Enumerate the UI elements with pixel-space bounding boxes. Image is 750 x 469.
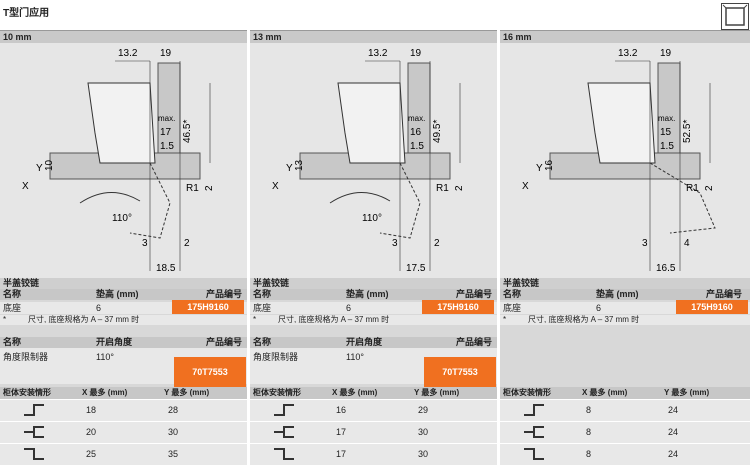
hinge-note: * 尺寸, 底座规格为 A – 37 mm 时	[500, 315, 750, 325]
section-header: 半盖铰链	[0, 278, 247, 289]
mount-row: 8 24	[500, 399, 750, 421]
dim-top-right: 19	[160, 48, 172, 59]
column-16mm: 16 mm 13.2 19 max. 15 1.5 52.5* Y X 16 R…	[500, 30, 750, 465]
hinge-code-badge[interactable]: 175H9160	[422, 300, 494, 314]
dim-two: 2	[454, 185, 465, 191]
hinge-header-row: 名称 垫高 (mm) 产品编号	[250, 289, 497, 300]
mount-row: 8 24	[500, 421, 750, 443]
dim-max: max.	[408, 114, 425, 123]
dim-r: R1	[686, 183, 699, 194]
mount-shape-icon	[522, 403, 546, 417]
limiter-header-row: 名称 开启角度 产品编号	[0, 337, 247, 348]
mount-row: 17 30	[250, 421, 497, 443]
dim-b-right: 2	[434, 238, 440, 249]
mount-shape-icon	[522, 425, 546, 439]
mount-header-row: 柜体安装情形 X 最多 (mm) Y 最多 (mm)	[250, 387, 497, 399]
dim-m1: 17	[160, 127, 172, 138]
dim-top-left: 13.2	[118, 48, 138, 59]
hinge-note: * 尺寸, 底座规格为 A – 37 mm 时	[0, 315, 247, 325]
top-bar: T型门应用	[0, 0, 750, 30]
dim-yv: 10	[44, 159, 55, 171]
dim-max: max.	[158, 114, 175, 123]
mount-row: 20 30	[0, 421, 247, 443]
mount-shape-icon	[272, 447, 296, 461]
mount-row: 8 24	[500, 443, 750, 465]
dim-star: 46.5*	[182, 120, 193, 143]
dim-m2: 1.5	[660, 141, 674, 152]
dim-m1: 15	[660, 127, 672, 138]
dim-bottom: 17.5	[406, 263, 426, 274]
hinge-header-row: 名称 垫高 (mm) 产品编号	[500, 289, 750, 300]
hinge-code-badge[interactable]: 175H9160	[172, 300, 244, 314]
dim-m2: 1.5	[410, 141, 424, 152]
mount-header-row: 柜体安装情形 X 最多 (mm) Y 最多 (mm)	[500, 387, 750, 399]
mount-shape-icon	[22, 403, 46, 417]
dim-max: max.	[658, 114, 675, 123]
section-header: 半盖铰链	[250, 278, 497, 289]
limiter-code-badge[interactable]: 70T7553	[424, 357, 496, 387]
dim-top-left: 13.2	[618, 48, 638, 59]
column-divider	[497, 30, 500, 462]
dim-b-left: 3	[142, 238, 148, 249]
dim-star: 49.5*	[432, 120, 443, 143]
mount-row: 25 35	[0, 443, 247, 465]
hinge-note: * 尺寸, 底座规格为 A – 37 mm 时	[250, 315, 497, 325]
mount-shape-icon	[522, 447, 546, 461]
dim-r: R1	[436, 183, 449, 194]
dim-star: 52.5*	[682, 120, 693, 143]
column-heading: 13 mm	[250, 30, 497, 44]
dim-x: X	[272, 181, 279, 192]
dim-y: Y	[286, 163, 293, 174]
dim-top-left: 13.2	[368, 48, 388, 59]
cabinet-icon[interactable]	[721, 3, 749, 30]
dim-top-right: 19	[410, 48, 422, 59]
dim-bottom: 16.5	[656, 263, 676, 274]
column-heading: 16 mm	[500, 30, 750, 44]
hinge-drawing: 13.2 19 max. 17 1.5 46.5* Y X 10 R1 2 11…	[0, 43, 247, 278]
hinge-code-badge[interactable]: 175H9160	[676, 300, 748, 314]
hinge-header-row: 名称 垫高 (mm) 产品编号	[0, 289, 247, 300]
limiter-code-badge[interactable]: 70T7553	[174, 357, 246, 387]
mount-header-row: 柜体安装情形 X 最多 (mm) Y 最多 (mm)	[0, 387, 247, 399]
mount-shape-icon	[272, 403, 296, 417]
dim-yv: 13	[294, 159, 305, 171]
mount-shape-icon	[22, 425, 46, 439]
column-divider	[247, 30, 250, 462]
dim-r: R1	[186, 183, 199, 194]
mount-row: 17 30	[250, 443, 497, 465]
dim-top-right: 19	[660, 48, 672, 59]
dim-b-left: 3	[642, 238, 648, 249]
mount-shape-icon	[272, 425, 296, 439]
mount-shape-icon	[22, 447, 46, 461]
dim-angle: 110°	[362, 213, 382, 224]
spacer	[0, 325, 247, 337]
dim-b-right: 4	[684, 238, 690, 249]
column-10mm: 10 mm 13.2 19 max. 17 1.5 46.5* Y X 10 R…	[0, 30, 247, 465]
dim-m2: 1.5	[160, 141, 174, 152]
dim-yv: 16	[544, 159, 555, 171]
mount-row: 16 29	[250, 399, 497, 421]
dim-two: 2	[204, 185, 215, 191]
limiter-header-row: 名称 开启角度 产品编号	[250, 337, 497, 348]
mount-row: 18 28	[0, 399, 247, 421]
dim-y: Y	[536, 163, 543, 174]
dim-angle: 110°	[112, 213, 132, 224]
dim-bottom: 18.5	[156, 263, 176, 274]
dim-y: Y	[36, 163, 43, 174]
page-title: T型门应用	[3, 8, 50, 19]
dim-x: X	[22, 181, 29, 192]
dim-x: X	[522, 181, 529, 192]
column-13mm: 13 mm 13.2 19 max. 16 1.5 49.5* Y X 13 R…	[250, 30, 497, 465]
dim-b-right: 2	[184, 238, 190, 249]
spacer	[250, 325, 497, 337]
empty-limiter-area	[500, 325, 750, 387]
section-header: 半盖铰链	[500, 278, 750, 289]
hinge-drawing: 13.2 19 max. 16 1.5 49.5* Y X 13 R1 2 11…	[250, 43, 497, 278]
dim-two: 2	[704, 185, 715, 191]
column-heading: 10 mm	[0, 30, 247, 44]
dim-m1: 16	[410, 127, 422, 138]
dim-b-left: 3	[392, 238, 398, 249]
hinge-drawing: 13.2 19 max. 15 1.5 52.5* Y X 16 R1 2 3 …	[500, 43, 750, 278]
